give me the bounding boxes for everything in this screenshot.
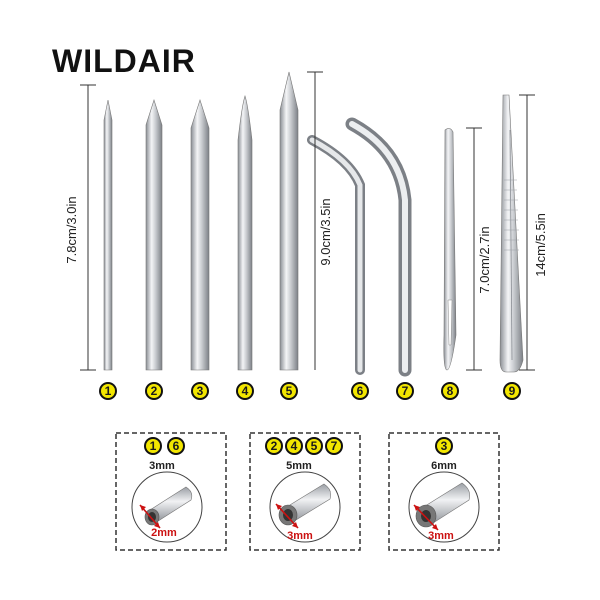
badge-6: 6 [351,382,369,400]
dimension-lacing-label: 7.0cm/2.7in [477,226,492,293]
svg-text:7: 7 [331,439,338,453]
dimension-lacing [466,127,482,371]
brand-logo: WILDAIR [52,43,196,79]
spec-box-3: 3 6mm 3mm [388,432,500,551]
needle-2 [145,99,163,371]
svg-text:5: 5 [286,384,293,398]
badge-1: 1 [99,382,117,400]
needle-3 [190,99,210,371]
dimension-tweezers-label: 14cm/5.5in [533,213,548,277]
svg-text:6: 6 [357,384,364,398]
spec-box-3-inner: 3mm [428,530,454,542]
dimension-medium-label: 9.0cm/3.5in [318,198,333,265]
svg-text:1: 1 [150,439,157,453]
needle-1 [103,99,113,371]
needle-4 [237,95,253,371]
badge-5: 5 [280,382,298,400]
spec-box-3-outer: 6mm [431,460,457,472]
needle-7 [345,117,412,377]
svg-text:8: 8 [447,384,454,398]
spec-box-2-badge-c: 5 [305,437,323,455]
badge-3: 3 [191,382,209,400]
badge-7: 7 [396,382,414,400]
svg-text:6: 6 [173,439,180,453]
spec-box-2-inner: 3mm [287,530,313,542]
svg-text:2: 2 [151,384,158,398]
svg-text:9: 9 [509,384,516,398]
dimension-tweezers [519,94,535,371]
needle-badges: 1 2 3 4 5 6 7 8 9 [99,382,521,400]
spec-box-1-outer: 3mm [149,460,175,472]
spec-box-2-badge-d: 7 [325,437,343,455]
needle-8 [443,128,457,371]
dimension-short-label: 7.8cm/3.0in [64,196,79,263]
needle-6 [307,135,365,375]
svg-text:3: 3 [441,439,448,453]
spec-box-2: 2 4 5 7 5mm 3mm [249,432,361,551]
badge-8: 8 [441,382,459,400]
badge-4: 4 [236,382,254,400]
svg-text:1: 1 [105,384,112,398]
badge-9: 9 [503,382,521,400]
badge-2: 2 [145,382,163,400]
spec-box-1-badge-a: 1 [144,437,162,455]
spec-box-1-inner: 2mm [151,527,177,539]
dimension-short [80,84,96,371]
svg-text:2: 2 [271,439,278,453]
svg-text:4: 4 [291,439,298,453]
svg-text:7: 7 [402,384,409,398]
tweezers-9 [499,94,524,373]
spec-box-2-badge-b: 4 [285,437,303,455]
spec-box-2-outer: 5mm [286,460,312,472]
dimension-medium [307,71,323,370]
spec-box-3-badge: 3 [435,437,453,455]
spec-box-2-badge-a: 2 [265,437,283,455]
needle-5 [279,71,299,371]
spec-box-1-badge-b: 6 [167,437,185,455]
spec-box-1: 1 6 3mm 2mm [115,432,227,551]
svg-text:5: 5 [311,439,318,453]
svg-text:4: 4 [242,384,249,398]
svg-text:3: 3 [197,384,204,398]
